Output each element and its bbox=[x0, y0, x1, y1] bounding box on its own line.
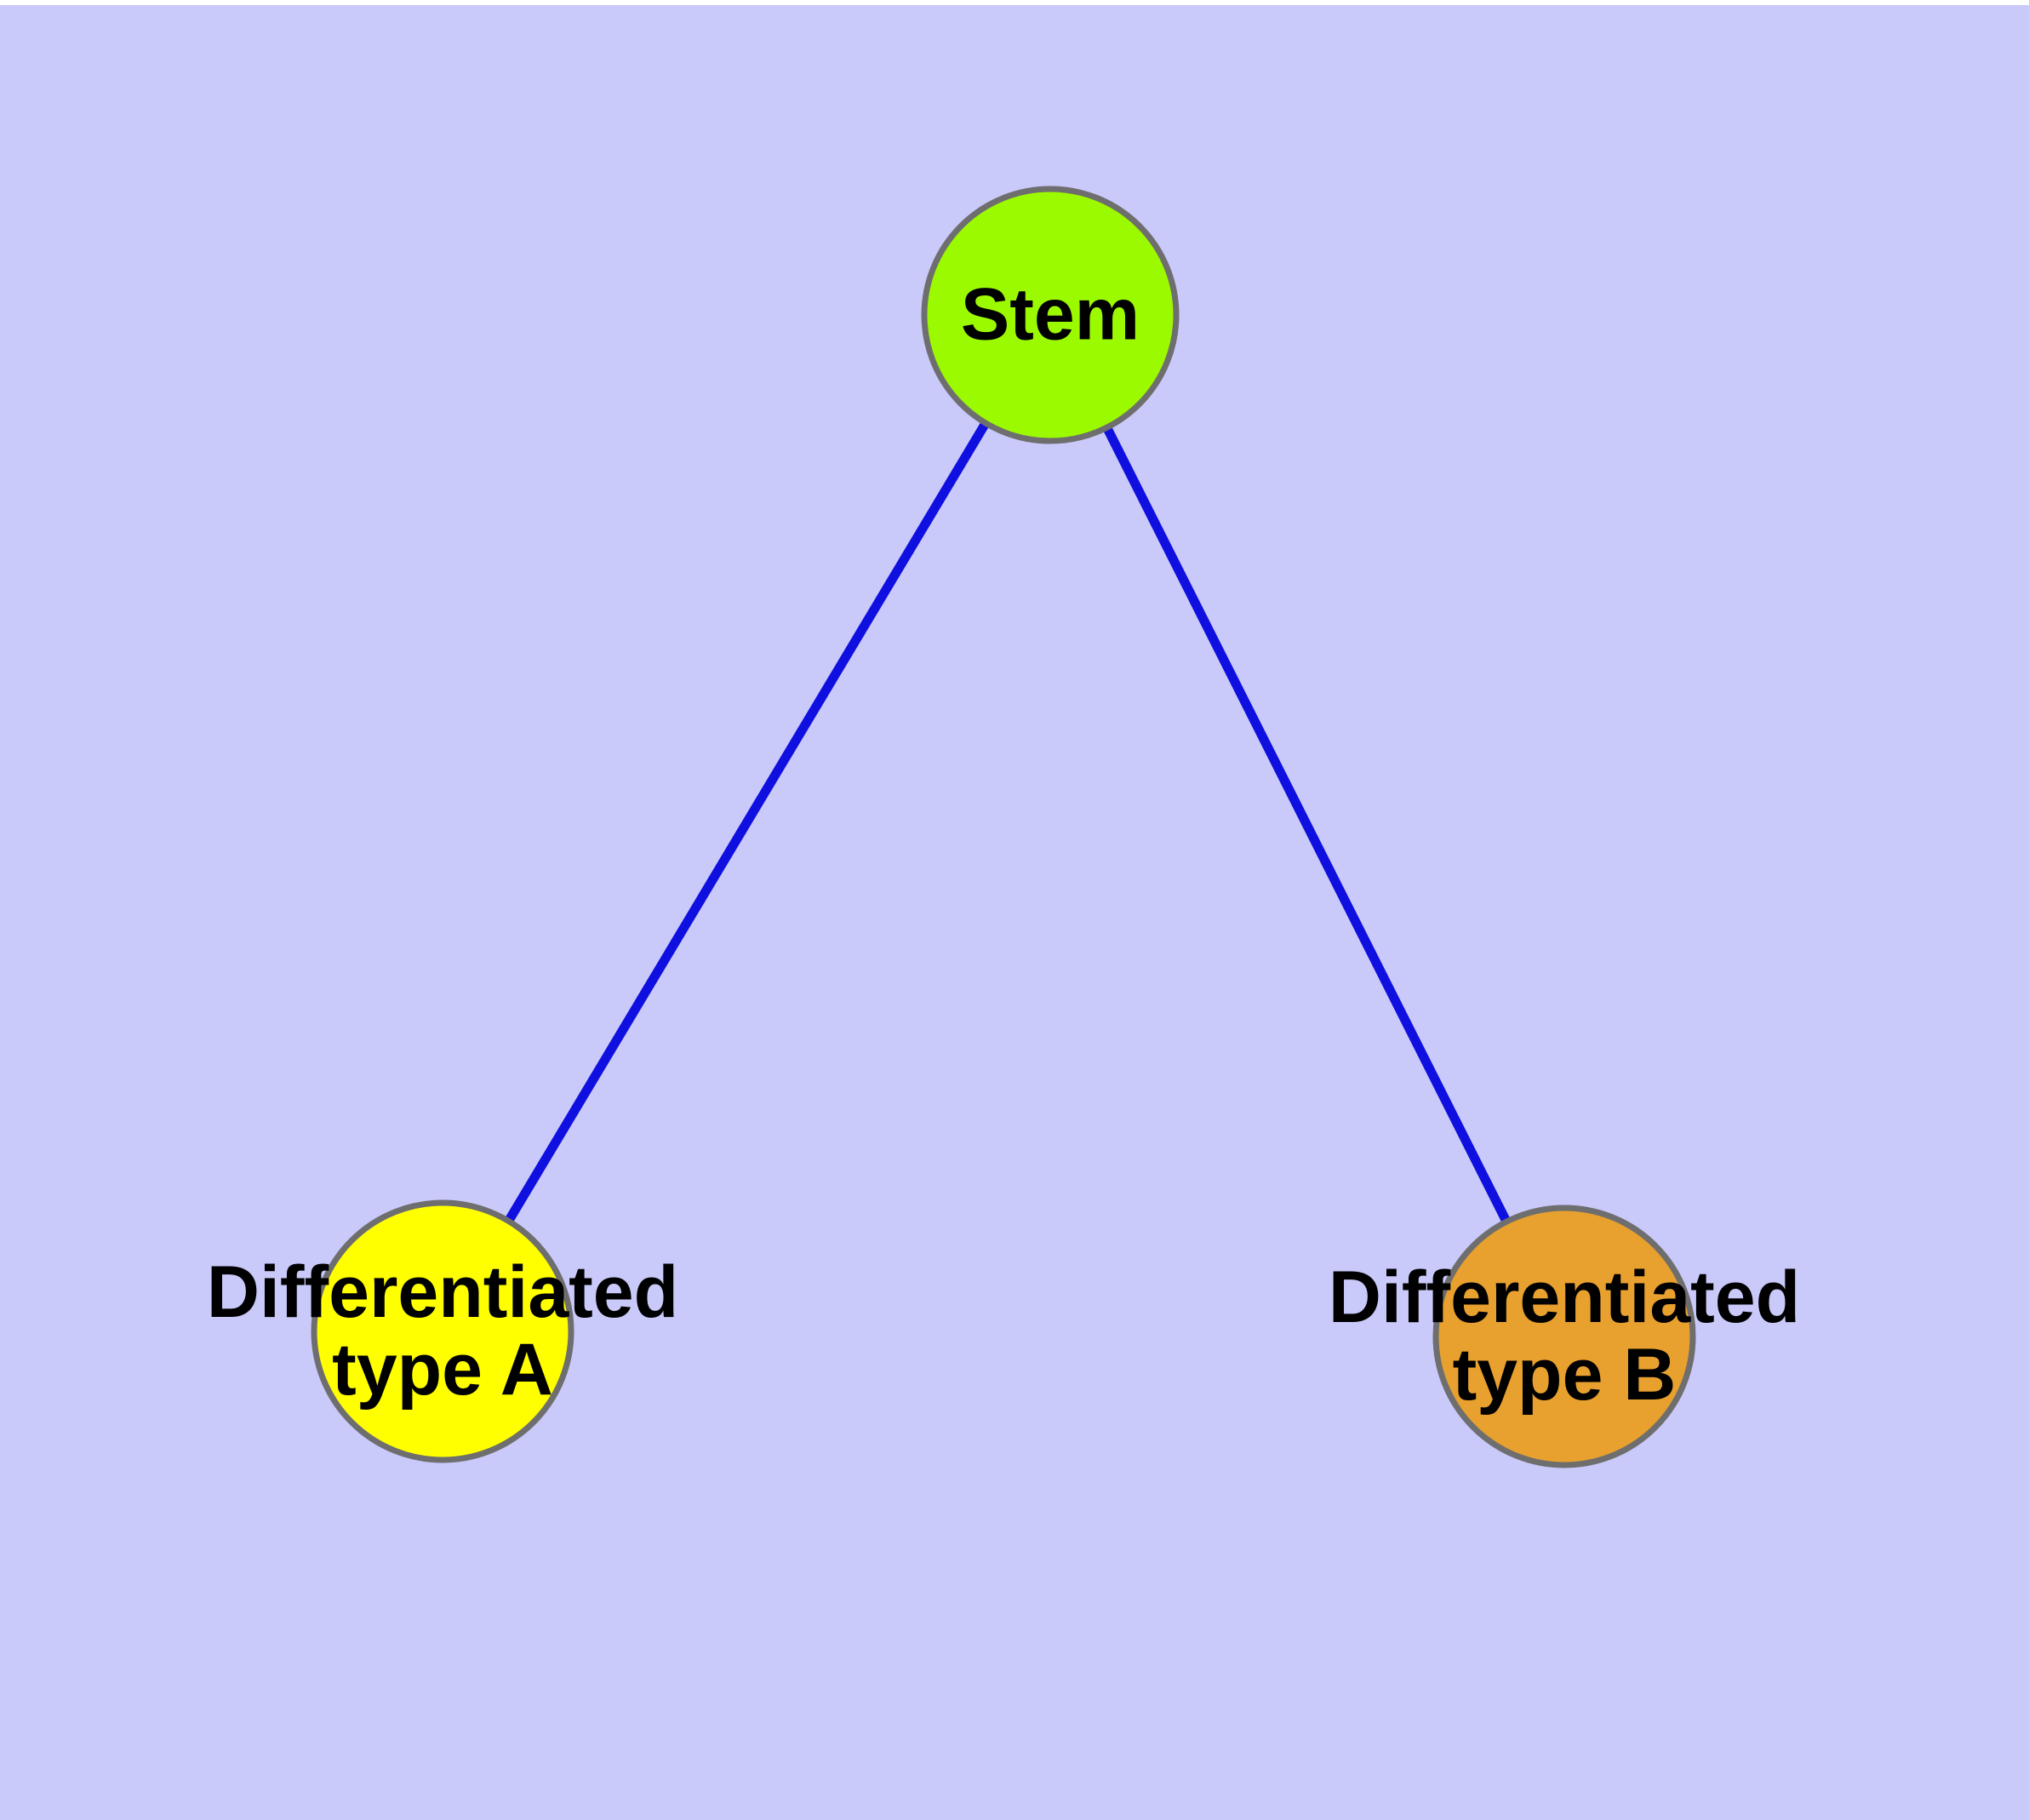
graph-node-stem[interactable] bbox=[921, 186, 1180, 444]
graph-node-diff_a[interactable] bbox=[311, 1199, 574, 1463]
graph-edge bbox=[1046, 312, 1569, 1339]
node-layer bbox=[311, 186, 1696, 1468]
graph-node-diff_b[interactable] bbox=[1432, 1205, 1696, 1468]
graph-edge bbox=[438, 312, 1055, 1334]
edge-layer bbox=[438, 312, 1569, 1339]
